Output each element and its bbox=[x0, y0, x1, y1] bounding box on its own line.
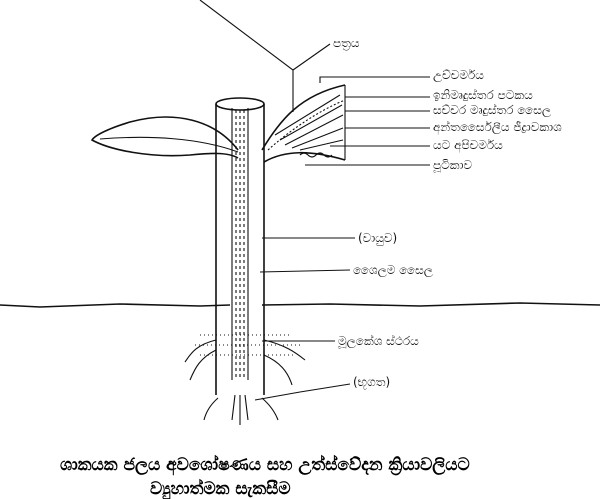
label-leaf: පත්‍රය bbox=[333, 36, 360, 50]
label-spongy: සච්චර මෘදුස්තර සෛල bbox=[433, 103, 551, 118]
stem bbox=[215, 97, 265, 395]
label-palisade: ඉනිමෘදුස්තර පටකය bbox=[433, 88, 533, 102]
caption-line-2: ව්‍යුහාත්මක සැකසීම bbox=[150, 478, 291, 499]
left-leaf bbox=[90, 116, 239, 159]
caption-line-1: ශාකයක ජලය අවශෝෂණය සහ උත්ස්වේදන ක්‍රියාවල… bbox=[60, 454, 470, 476]
label-air: (වායුව) bbox=[358, 231, 397, 246]
label-root-hair: මූලකේශ ස්ථරය bbox=[338, 334, 419, 349]
label-stoma: පූටිකාව bbox=[433, 158, 472, 173]
label-xylem: ශෛලම සෛල bbox=[353, 263, 433, 278]
label-intercellular: අන්තර්සෛලීය ජීද්‍රාවකාශ bbox=[433, 120, 562, 135]
label-lower-epidermis: යට අපිචර්මය bbox=[433, 138, 503, 153]
leaf-cross-section bbox=[261, 84, 346, 163]
label-soil: (භූගත) bbox=[353, 375, 390, 389]
ground-line bbox=[0, 302, 600, 308]
label-upper-epidermis: උච්චර්මය bbox=[433, 68, 484, 83]
roots bbox=[184, 334, 306, 425]
